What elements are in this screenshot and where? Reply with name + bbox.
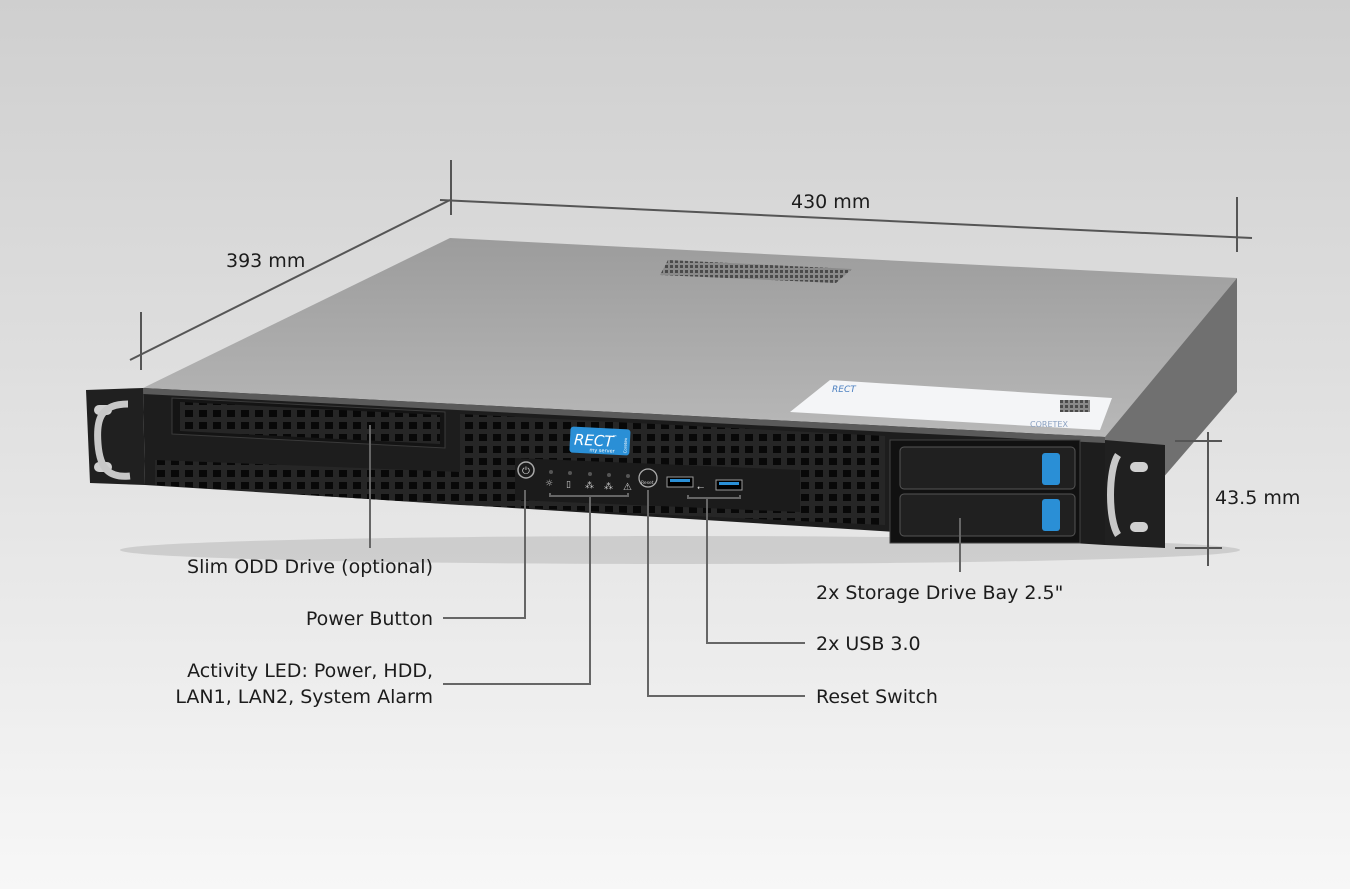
rack-handle-right <box>1107 453 1122 537</box>
callout-reset: Reset Switch <box>647 490 938 708</box>
badge-brand: RECT <box>574 431 616 451</box>
width-label: 430 mm <box>791 191 870 213</box>
dimension-height: 43.5 mm <box>1175 432 1300 566</box>
rack-ear-left <box>86 388 145 485</box>
reset-callout-label: Reset Switch <box>816 686 938 708</box>
network-icon: ⁂ <box>604 481 613 492</box>
label-brand: RECT <box>832 385 857 395</box>
drive-bay-1[interactable] <box>899 446 1076 490</box>
callout-activity: Activity LED: Power, HDD, LAN1, LAN2, Sy… <box>175 493 629 708</box>
led-alarm <box>626 474 630 478</box>
product-label: RECT CORETEX <box>790 380 1112 430</box>
dimension-depth: 393 mm <box>129 160 452 370</box>
odd-vent <box>180 402 440 444</box>
network-icon: ⁂ <box>585 480 594 491</box>
usb-icon: ⭠ <box>697 483 704 493</box>
rack-ear-right <box>1105 440 1165 548</box>
svg-text:Coretex: Coretex <box>622 437 628 453</box>
callout-odd: Slim ODD Drive (optional) <box>187 425 433 578</box>
bulb-icon: ☼ <box>545 479 553 489</box>
callout-power: Power Button <box>306 490 526 630</box>
badge-sub: my server <box>589 447 615 454</box>
top-vent <box>660 260 852 283</box>
activity-leds: ☼ ▯ ⁂ ⁂ ⚠ <box>545 470 632 493</box>
power-button[interactable] <box>517 461 535 479</box>
drive-latch-1[interactable] <box>1042 453 1060 485</box>
storage-label: 2x Storage Drive Bay 2.5" <box>816 582 1063 604</box>
hdd-icon: ▯ <box>566 480 571 490</box>
reset-label: Reset <box>641 480 654 486</box>
callout-storage: 2x Storage Drive Bay 2.5" <box>816 518 1063 604</box>
lower-vent <box>155 460 460 505</box>
reset-switch[interactable] <box>638 468 658 488</box>
warning-icon: ⚠ <box>623 482 632 493</box>
svg-text:™: ™ <box>612 435 617 441</box>
usb-label: 2x USB 3.0 <box>816 633 921 655</box>
led-hdd <box>568 471 572 475</box>
led-lan2 <box>607 473 611 477</box>
callout-usb: 2x USB 3.0 <box>687 495 921 655</box>
server-chassis: RECT CORETEX RECT ™ my server Coretex ⏻ … <box>86 238 1237 548</box>
dimension-width: 430 mm <box>439 191 1253 252</box>
activity-label-line1: Activity LED: Power, HDD, <box>187 660 433 682</box>
depth-label: 393 mm <box>226 250 305 272</box>
rect-badge: RECT ™ my server Coretex <box>569 426 631 456</box>
power-label: Power Button <box>306 608 433 630</box>
odd-label: Slim ODD Drive (optional) <box>187 556 433 578</box>
rack-handle-left <box>94 400 131 480</box>
height-label: 43.5 mm <box>1215 487 1300 509</box>
drive-latch-2[interactable] <box>1042 499 1060 531</box>
drive-bay-2[interactable] <box>899 493 1076 537</box>
label-maker: CORETEX <box>1030 420 1068 429</box>
activity-label-line2: LAN1, LAN2, System Alarm <box>175 686 433 708</box>
storage-drive-bays <box>889 439 1081 544</box>
led-lan1 <box>588 472 592 476</box>
power-icon: ⏻ <box>522 466 530 477</box>
led-power <box>549 470 553 474</box>
chassis-top <box>143 238 1237 437</box>
